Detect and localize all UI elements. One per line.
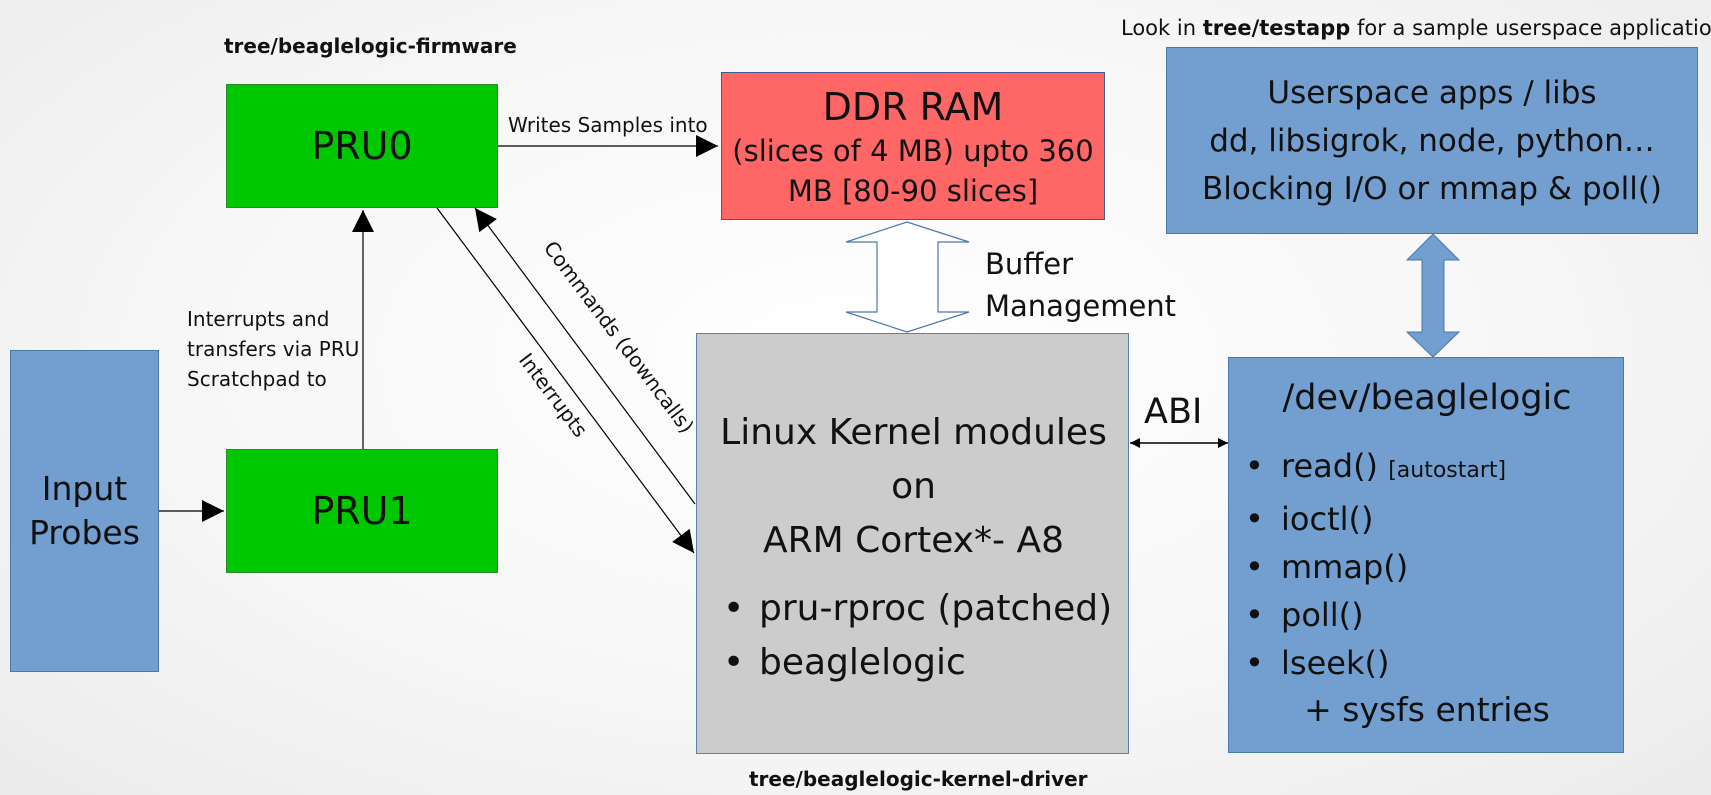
buffer-management-label: Buffer Management <box>985 243 1176 327</box>
userspace-block: Userspace apps / libs dd, libsigrok, nod… <box>1166 47 1698 234</box>
testapp-prefix: Look in <box>1121 16 1203 40</box>
ddr-ram-block: DDR RAM (slices of 4 MB) upto 360 MB [80… <box>721 72 1105 220</box>
kernel-line1: Linux Kernel modules <box>720 412 1107 453</box>
pru1-block: PRU1 <box>226 449 498 573</box>
arrow-userspace-devnode <box>1405 233 1461 358</box>
arrow-commands <box>474 207 696 505</box>
list-item: lseek() <box>1229 639 1506 687</box>
devnode-item-note: [autostart] <box>1388 458 1507 483</box>
writes-samples-label: Writes Samples into <box>508 113 708 137</box>
pru1-title: PRU1 <box>311 489 413 533</box>
devnode-call-list: read() [autostart] ioctl() mmap() poll()… <box>1229 442 1506 687</box>
list-item: read() [autostart] <box>1229 442 1506 495</box>
arrow-interrupts <box>436 207 695 554</box>
pru0-title: PRU0 <box>311 124 413 168</box>
interrupts-transfers-label: Interrupts and transfers via PRU Scratch… <box>187 304 359 394</box>
list-item: ioctl() <box>1229 495 1506 543</box>
pru0-block: PRU0 <box>226 84 498 208</box>
kernel-line3: ARM Cortex*- A8 <box>762 520 1064 561</box>
input-probes-block: Input Probes <box>10 350 159 672</box>
kernel-line2: on <box>891 466 936 507</box>
ddr-ram-title: DDR RAM <box>822 85 1004 129</box>
abi-label: ABI <box>1144 392 1203 432</box>
arrow-buffer-management <box>845 221 970 333</box>
interrupts-transfers-line1: Interrupts and <box>187 307 330 331</box>
userspace-line1: Userspace apps / libs <box>1267 74 1597 111</box>
testapp-suffix: for a sample userspace application <box>1350 16 1711 40</box>
input-probes-line2: Probes <box>29 513 140 552</box>
kernel-modules-block: Linux Kernel modules on ARM Cortex*- A8 … <box>696 333 1129 754</box>
interrupts-transfers-line3: Scratchpad to <box>187 367 327 391</box>
list-item: pru-rproc (patched) <box>707 582 1112 636</box>
buffer-management-line1: Buffer <box>985 247 1074 281</box>
kernel-dir-label: tree/beaglelogic-kernel-driver <box>749 767 1088 791</box>
ddr-ram-line2: MB [80-90 slices] <box>787 174 1039 208</box>
input-probes-line1: Input <box>41 469 128 508</box>
firmware-dir-label: tree/beaglelogic-firmware <box>224 34 517 58</box>
buffer-management-line2: Management <box>985 289 1177 323</box>
userspace-line2: dd, libsigrok, node, python… <box>1209 122 1655 159</box>
dev-beaglelogic-block: /dev/beaglelogic read() [autostart] ioct… <box>1228 357 1624 753</box>
devnode-title: /dev/beaglelogic <box>1282 378 1572 418</box>
ddr-ram-line1: (slices of 4 MB) upto 360 <box>732 134 1094 168</box>
list-item: mmap() <box>1229 543 1506 591</box>
list-item: beaglelogic <box>707 636 1112 690</box>
kernel-module-list: pru-rproc (patched) beaglelogic <box>707 582 1112 690</box>
list-item: poll() <box>1229 591 1506 639</box>
testapp-dir: tree/testapp <box>1202 16 1351 40</box>
userspace-line3: Blocking I/O or mmap & poll() <box>1201 170 1663 207</box>
devnode-item-text: read() <box>1281 447 1379 485</box>
interrupts-transfers-line2: transfers via PRU <box>187 337 360 361</box>
devnode-footer: + sysfs entries <box>1304 690 1550 729</box>
testapp-note: Look in tree/testapp for a sample usersp… <box>1121 16 1711 40</box>
